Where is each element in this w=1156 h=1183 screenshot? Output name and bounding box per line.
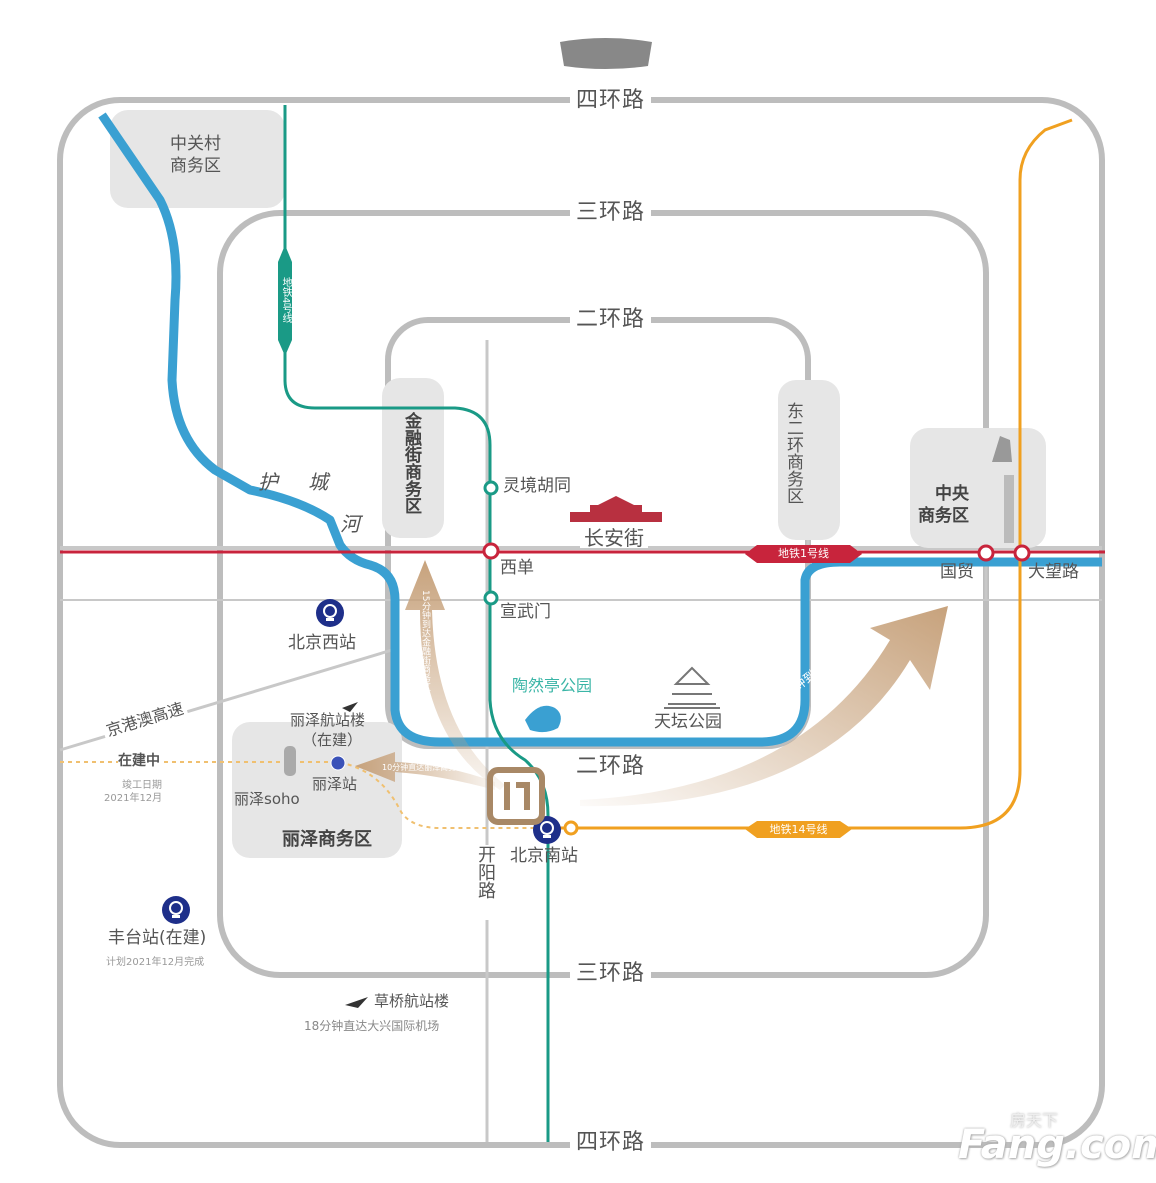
station-fengtai-note: 计划2021年12月完成	[106, 957, 205, 968]
ring-label-4-bottom: 四环路	[570, 1132, 652, 1154]
station-lize-label[interactable]: 丽泽站	[312, 775, 358, 793]
station-dawanglu-label[interactable]: 大望路	[1028, 562, 1079, 582]
ring-label-2-top: 二环路	[570, 309, 652, 331]
station-lingjing-label[interactable]: 灵境胡同	[503, 476, 571, 496]
district-zhongguancun-label: 中关村 商务区	[170, 134, 221, 176]
arrow-to-cbd	[580, 606, 948, 807]
zone-zhongguancun	[110, 110, 285, 208]
changanjie-label: 长安街	[580, 528, 648, 548]
plane-icon-caoqiao	[345, 997, 368, 1008]
zone-cbd	[910, 428, 1046, 548]
station-lingjing-marker[interactable]	[483, 480, 499, 496]
project-logo-icon[interactable]	[487, 767, 545, 825]
lize-terminal-label: 丽泽航站楼	[290, 711, 366, 729]
line-1-pill-shape	[745, 545, 862, 563]
construction-note-1: 竣工日期	[122, 780, 162, 791]
zone-dongerhuan	[778, 380, 840, 540]
arrow-to-jinrongjie	[405, 560, 505, 790]
line-1-label[interactable]: 地铁1号线	[778, 547, 829, 560]
station-dawanglu-marker[interactable]	[1013, 544, 1031, 562]
moat-label-3: 河	[340, 512, 360, 536]
station-guomao-label[interactable]: 国贸	[940, 562, 974, 582]
arrow-to-lize	[355, 752, 495, 790]
station-xidan-marker[interactable]	[482, 542, 500, 560]
cctv-building-icon	[992, 436, 1014, 543]
station-lize-marker[interactable]	[330, 755, 346, 771]
district-dongerhuan-label: 东二环商务区	[783, 402, 803, 504]
zone-lize	[232, 722, 402, 858]
station-beijing-west-label[interactable]: 北京西站	[288, 633, 356, 653]
district-jinrongjie-label: 金融街商务区	[401, 412, 421, 514]
line-4-label[interactable]: 地铁4号线	[280, 276, 291, 324]
arrow-lize-label: 10分钟直达丽泽商务区	[382, 763, 465, 772]
zone-jinrongjie	[382, 378, 444, 538]
line-14-pill-shape	[745, 821, 852, 838]
construction-note-2: 2021年12月	[104, 793, 163, 804]
ring-label-4-top: 四环路	[570, 90, 652, 112]
lize-soho-icon	[284, 746, 296, 776]
taoranting-lake-icon	[525, 705, 561, 733]
subway-line-14	[555, 118, 1073, 830]
line-14-label[interactable]: 地铁14号线	[769, 823, 828, 836]
ring-label-3-bottom: 三环路	[570, 963, 652, 985]
lize-terminal-status: （在建）	[302, 731, 363, 749]
ring-label-2-bottom: 二环路	[576, 754, 646, 779]
taoranting-label: 陶然亭公园	[512, 676, 593, 695]
moat-label-1: 护	[258, 470, 278, 494]
lize-soho-label: 丽泽soho	[234, 790, 300, 808]
station-xuanwumen-label[interactable]: 宣武门	[500, 602, 551, 622]
district-lize-label: 丽泽商务区	[282, 829, 372, 850]
station-line14-marker[interactable]	[563, 820, 579, 836]
caoqiao-terminal-label: 草桥航站楼	[374, 992, 450, 1010]
birds-nest-icon	[560, 38, 652, 69]
district-cbd-label: 中央 商务区	[918, 484, 969, 526]
kaiyang-road-label: 开阳路	[475, 845, 496, 899]
moat-label-2: 城	[308, 470, 328, 494]
temple-of-heaven-icon	[664, 666, 720, 709]
ring-label-3-top: 三环路	[570, 202, 652, 224]
arrow-jinrongjie-label: 15分钟到达金融街商务区	[420, 590, 430, 692]
station-guomao-marker[interactable]	[977, 544, 995, 562]
rail-station-west-icon[interactable]	[316, 599, 344, 627]
caoqiao-terminal-note: 18分钟直达大兴国际机场	[304, 1019, 440, 1033]
tiananmen-icon	[570, 496, 662, 522]
station-xidan-label[interactable]: 西单	[500, 558, 534, 578]
rail-station-fengtai-icon[interactable]	[162, 896, 190, 924]
watermark-cn: 房天下	[1010, 1111, 1059, 1130]
station-fengtai-label[interactable]: 丰台站(在建)	[108, 928, 207, 948]
construction-label: 在建中	[118, 753, 160, 769]
watermark-brand: Fang.com	[958, 1122, 1156, 1168]
line-4-pill-shape	[278, 245, 292, 356]
tiantan-label: 天坛公园	[654, 712, 722, 732]
station-beijing-south-label[interactable]: 北京南站	[510, 846, 578, 866]
moat-line	[98, 112, 1102, 747]
station-xuanwumen-marker[interactable]	[483, 590, 499, 606]
plane-icon-lize	[342, 702, 358, 712]
